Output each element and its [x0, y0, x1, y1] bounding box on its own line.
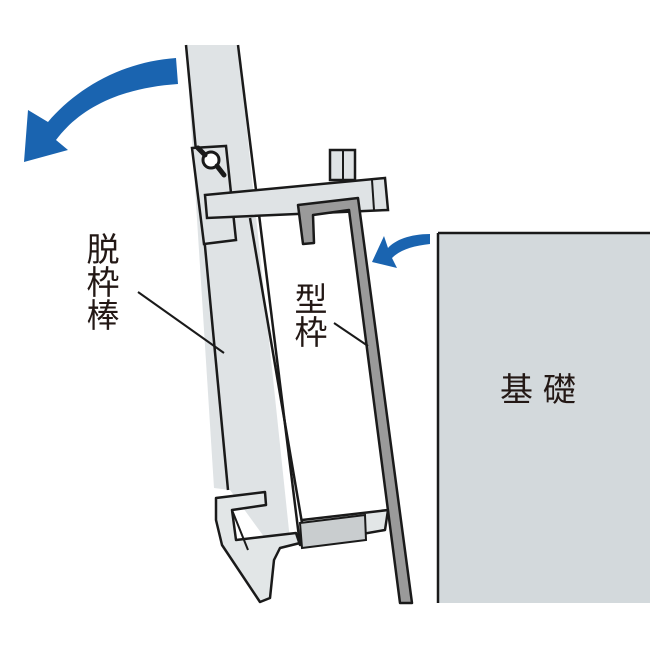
release-arrow-icon: [372, 234, 430, 268]
foundation-block: [438, 233, 650, 603]
upper-clamp: [190, 144, 390, 246]
formwork-panel: [296, 196, 414, 605]
formwork-label: 型枠: [289, 282, 328, 348]
stripping-bar-leader: [137, 291, 225, 354]
stripping-bar: [184, 44, 390, 604]
foundation-label: 基礎: [500, 370, 586, 409]
stripping-bar-label: 脱枠棒: [81, 232, 120, 331]
rotation-arrow-icon: [24, 58, 178, 162]
inner-bar: [248, 217, 304, 524]
formwork-leader: [333, 322, 369, 347]
